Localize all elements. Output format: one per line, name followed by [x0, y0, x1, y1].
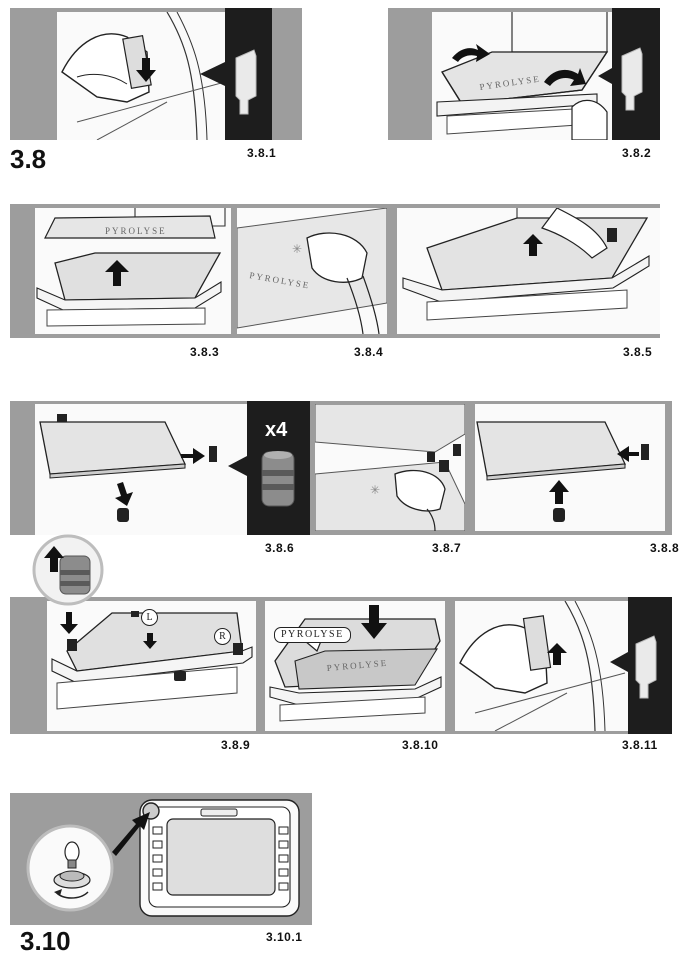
quantity-label: x4: [265, 419, 288, 441]
right-arrow-icon: [181, 448, 205, 464]
figure-3-8-1-detail-panel: [225, 8, 272, 140]
figure-3-8-2-detail-panel: [612, 8, 660, 140]
figure-3-8-11-detail-panel: [628, 597, 672, 734]
svg-text:✳: ✳: [370, 483, 380, 497]
figure-3-8-2-illustration: PYROLYSE: [432, 12, 612, 140]
up-arrow-icon: [547, 643, 567, 665]
section-number-3-8: 3.8: [10, 144, 47, 174]
svg-text:✳: ✳: [292, 242, 302, 256]
down-arrow-icon: [361, 605, 387, 639]
up-arrow-icon: [523, 234, 543, 256]
svg-text:PYROLYSE: PYROLYSE: [105, 226, 167, 236]
left-arrow-icon: [617, 446, 639, 462]
right-side-marker: R: [214, 628, 231, 645]
figure-3-8-3-illustration: PYROLYSE: [35, 208, 231, 334]
caption-3-8-2: 3.8.2: [622, 146, 652, 160]
down-arrow-icon: [143, 633, 157, 649]
caption-3-8-3: 3.8.3: [190, 345, 220, 359]
up-arrow-icon: [44, 546, 64, 572]
caption-3-8-9: 3.8.9: [221, 738, 251, 752]
figure-3-8-1-illustration: [57, 12, 225, 140]
figure-3-8-11-illustration: [455, 601, 628, 731]
pyrolyse-callout: PYROLYSE: [274, 627, 351, 643]
left-side-marker: L: [141, 609, 158, 626]
up-arrow-icon: [549, 480, 569, 504]
figure-3-8-10-illustration: PYROLYSE: [265, 601, 445, 731]
clip-magnifier: [32, 534, 104, 606]
caption-3-8-6: 3.8.6: [265, 541, 295, 555]
up-arrow-icon: [105, 260, 129, 286]
caption-3-8-11: 3.8.11: [622, 738, 658, 752]
caption-3-8-7: 3.8.7: [432, 541, 462, 555]
caption-3-8-4: 3.8.4: [354, 345, 384, 359]
figure-3-8-6-illustration: [35, 404, 247, 535]
figure-3-8-5-illustration: [397, 208, 660, 334]
figure-3-10-1-illustration: [137, 797, 302, 919]
caption-3-8-10: 3.8.10: [402, 738, 439, 752]
section-number-3-10: 3.10: [20, 926, 71, 956]
caption-3-8-8: 3.8.8: [650, 541, 680, 555]
caption-3-8-1: 3.8.1: [247, 146, 277, 160]
down-arrow-icon: [115, 482, 133, 506]
figure-3-8-8-illustration: [475, 404, 665, 531]
caption-3-10-1: 3.10.1: [266, 930, 303, 944]
figure-3-8-7-illustration: ✳: [315, 404, 465, 531]
figure-3-8-4-illustration: PYROLYSE ✳: [237, 208, 387, 334]
caption-3-8-5: 3.8.5: [623, 345, 653, 359]
